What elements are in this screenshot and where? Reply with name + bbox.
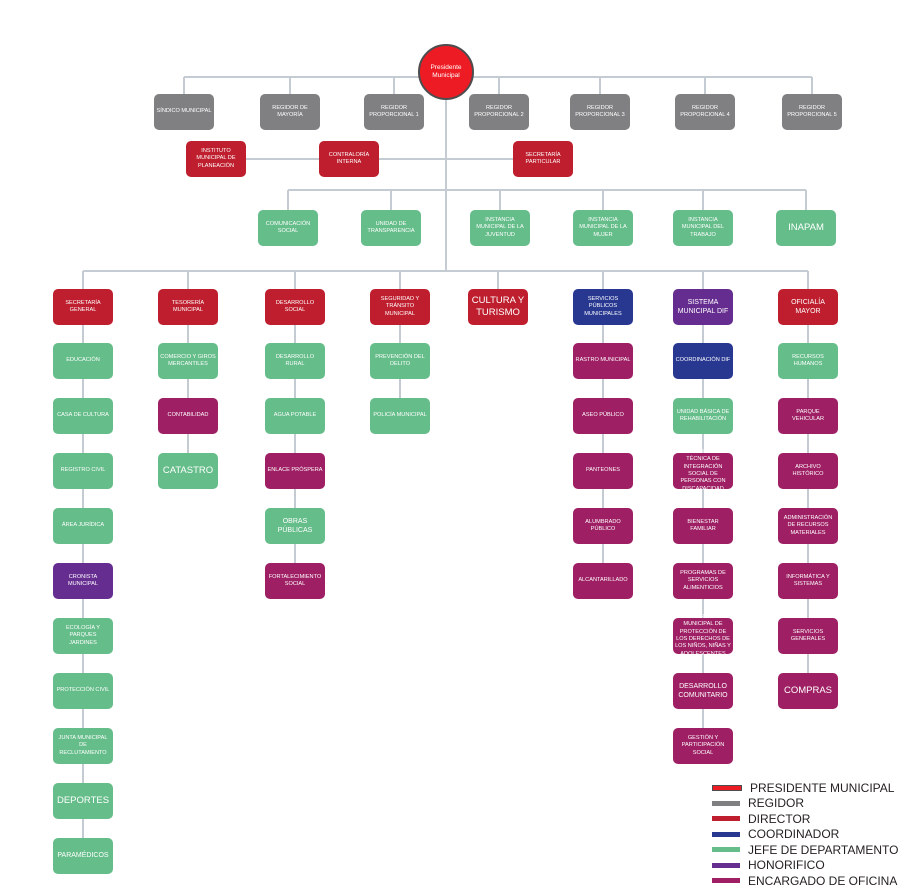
legend-label: ENCARGADO DE OFICINA: [748, 873, 898, 888]
legend-label: HONORIFICO: [748, 858, 825, 873]
department-node[interactable]: Administración de Recursos Materiales: [778, 508, 838, 544]
department-node[interactable]: Policía Municipal: [370, 398, 430, 434]
directorate-node[interactable]: Seguridad y Tránsito Municipal: [370, 289, 430, 325]
staff-node[interactable]: Contraloría Interna: [319, 141, 379, 177]
legend-swatch: [712, 784, 742, 791]
department-node[interactable]: Desarrollo Rural: [265, 343, 325, 379]
department-node[interactable]: Educación: [53, 343, 113, 379]
department-node[interactable]: Catastro: [158, 453, 218, 489]
department-node[interactable]: Agua Potable: [265, 398, 325, 434]
department-node[interactable]: Obras Públicas: [265, 508, 325, 544]
department-node[interactable]: Programas de Servicios Alimenticios: [673, 563, 733, 599]
legend-swatch: [712, 862, 740, 868]
legend-swatch: [712, 800, 740, 806]
department-node[interactable]: Aseo Público: [573, 398, 633, 434]
staff-node[interactable]: Secretaría Particular: [513, 141, 573, 177]
directorate-node[interactable]: Servicios Públicos Municipales: [573, 289, 633, 325]
department-node[interactable]: Unidad Básica de Rehabilitación: [673, 398, 733, 434]
legend-label: DIRECTOR: [748, 811, 811, 826]
legend-swatch: [712, 878, 740, 884]
unit-node[interactable]: INAPAM: [776, 210, 836, 246]
department-node[interactable]: Compras: [778, 673, 838, 709]
directorate-node[interactable]: Oficialía Mayor: [778, 289, 838, 325]
legend-item: JEFE DE DEPARTAMENTO: [712, 842, 898, 858]
department-node[interactable]: Comercio y Giros Mercantiles: [158, 343, 218, 379]
directorate-node[interactable]: Tesorería Municipal: [158, 289, 218, 325]
staff-node[interactable]: Instituto Municipal de Planeación: [186, 141, 246, 177]
department-node[interactable]: Parque Vehicular: [778, 398, 838, 434]
legend-label: COORDINADOR: [748, 827, 840, 842]
legend-item: PRESIDENTE MUNICIPAL: [712, 780, 898, 796]
department-node[interactable]: Panteones: [573, 453, 633, 489]
department-node[interactable]: Bienestar Familiar: [673, 508, 733, 544]
department-node[interactable]: Archivo Histórico: [778, 453, 838, 489]
unit-node[interactable]: Unidad de Transparencia: [361, 210, 421, 246]
legend-swatch: [712, 847, 740, 853]
directorate-node[interactable]: Desarrollo Social: [265, 289, 325, 325]
department-node[interactable]: Procuraduría Municipal de Protección de …: [673, 614, 733, 657]
regidor-node[interactable]: Regidor Proporcional 4: [675, 94, 735, 130]
legend-label: REGIDOR: [748, 796, 805, 811]
department-node[interactable]: Servicios Generales: [778, 618, 838, 654]
regidor-node[interactable]: Regidor Proporcional 1: [364, 94, 424, 130]
legend-label: JEFE DE DEPARTAMENTO: [748, 842, 899, 857]
regidor-node[interactable]: Regidor Proporcional 3: [570, 94, 630, 130]
department-node[interactable]: Coordinación Técnica de Integración Soci…: [673, 449, 733, 492]
regidor-node[interactable]: Síndico Municipal: [154, 94, 214, 130]
department-node[interactable]: Alumbrado Público: [573, 508, 633, 544]
directorate-node[interactable]: Sistema Municipal DIF: [673, 289, 733, 325]
unit-node[interactable]: Comunicación Social: [258, 210, 318, 246]
department-node[interactable]: Recursos Humanos: [778, 343, 838, 379]
department-node[interactable]: Desarrollo Comunitario: [673, 673, 733, 709]
directorate-node[interactable]: Cultura y Turismo: [468, 289, 528, 325]
department-node[interactable]: Área Jurídica: [53, 508, 113, 544]
department-node[interactable]: Registro Civil: [53, 453, 113, 489]
department-node[interactable]: Contabilidad: [158, 398, 218, 434]
unit-node[interactable]: Instancia Municipal de la Mujer: [573, 210, 633, 246]
department-node[interactable]: Rastro Municipal: [573, 343, 633, 379]
legend-label: PRESIDENTE MUNICIPAL: [750, 780, 895, 795]
department-node[interactable]: Protección Civil: [53, 673, 113, 709]
legend-swatch: [712, 831, 740, 837]
department-node[interactable]: Coordinación DIF: [673, 343, 733, 379]
department-node[interactable]: Ecología y Parques Jardines: [53, 618, 113, 654]
department-node[interactable]: Deportes: [53, 783, 113, 819]
department-node[interactable]: Casa de Cultura: [53, 398, 113, 434]
legend-item: ENCARGADO DE OFICINA: [712, 873, 898, 889]
unit-node[interactable]: Instancia Municipal de la Juventud: [470, 210, 530, 246]
directorate-node[interactable]: Secretaría General: [53, 289, 113, 325]
regidor-node[interactable]: Regidor Proporcional 5: [782, 94, 842, 130]
department-node[interactable]: Informática y Sistemas: [778, 563, 838, 599]
department-node[interactable]: Prevención del Delito: [370, 343, 430, 379]
legend-swatch: [712, 816, 740, 822]
legend-item: HONORIFICO: [712, 858, 898, 874]
legend-item: REGIDOR: [712, 796, 898, 812]
unit-node[interactable]: Instancia Municipal del Trabajo: [673, 210, 733, 246]
legend-item: COORDINADOR: [712, 827, 898, 843]
department-node[interactable]: Fortalecimiento Social: [265, 563, 325, 599]
legend-item: DIRECTOR: [712, 811, 898, 827]
regidor-node[interactable]: Regidor Proporcional 2: [469, 94, 529, 130]
president-node[interactable]: Presidente Municipal: [418, 44, 474, 100]
department-node[interactable]: Enlace Próspera: [265, 453, 325, 489]
regidor-node[interactable]: Regidor de Mayoría: [260, 94, 320, 130]
department-node[interactable]: Cronista Municipal: [53, 563, 113, 599]
department-node[interactable]: Paramédicos: [53, 838, 113, 874]
department-node[interactable]: Gestión y Participación Social: [673, 728, 733, 764]
department-node[interactable]: Alcantarillado: [573, 563, 633, 599]
department-node[interactable]: Junta Municipal de Reclutamiento: [53, 728, 113, 764]
